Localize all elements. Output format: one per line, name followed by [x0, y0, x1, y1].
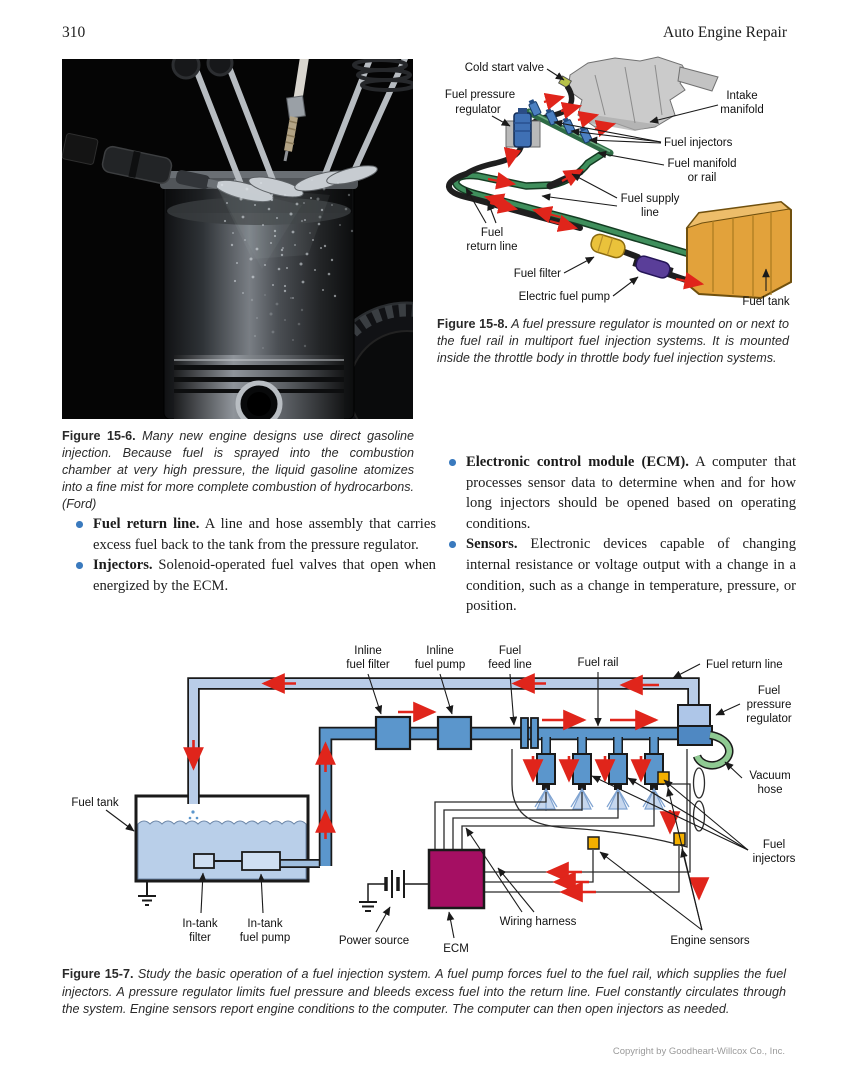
svg-text:return line: return line: [466, 241, 517, 253]
pressure-regulator-art: [505, 108, 541, 148]
label-inline-fuel-pump: Inline: [426, 645, 454, 657]
label-in-tank-filter: In-tank: [182, 918, 217, 930]
inline-fuel-pump-art: [436, 715, 473, 751]
svg-text:injectors: injectors: [753, 853, 796, 865]
bullet-marker: [449, 541, 456, 548]
engine-outline: [511, 749, 706, 848]
copyright-notice: Copyright by Goodheart-Willcox Co., Inc.: [612, 1046, 785, 1057]
exhaust-valves: [294, 51, 416, 192]
fuel-spray-mist: [216, 179, 354, 349]
svg-text:line: line: [641, 207, 659, 219]
fuel-tank-art: [685, 200, 792, 300]
label-fuel-filter: Fuel filter: [514, 268, 561, 280]
list-item: Electronic control module (ECM). A compu…: [449, 452, 796, 534]
svg-text:manifold: manifold: [720, 104, 763, 116]
list-item: Fuel return line. A line and hose assemb…: [76, 514, 436, 555]
label-engine-sensors: Engine sensors: [670, 935, 750, 947]
page-number: 310: [62, 24, 86, 41]
wiring-harness-art: [434, 783, 691, 893]
svg-text:regulator: regulator: [746, 713, 792, 725]
label-fuel-manifold-or-rail: Fuel manifold: [667, 158, 736, 170]
list-item: Injectors. Solenoid-operated fuel valves…: [76, 555, 436, 596]
intake-manifold-art: [567, 56, 719, 131]
label-electric-fuel-pump: Electric fuel pump: [519, 291, 610, 303]
flow-arrows: [183, 673, 710, 903]
definition-list-right: Electronic control module (ECM). A compu…: [449, 452, 796, 617]
label-fuel-return-line: Fuel return line: [706, 659, 783, 671]
label-fuel-feed-line: Fuel: [499, 645, 521, 657]
svg-text:fuel filter: fuel filter: [346, 659, 390, 671]
figure-15-7-caption: Figure 15-7. Study the basic operation o…: [62, 967, 787, 1016]
figure-15-8-caption: Figure 15-8. A fuel pressure regulator i…: [437, 317, 789, 365]
label-fuel-return-line: Fuel: [481, 227, 503, 239]
svg-text:or rail: or rail: [688, 172, 717, 184]
label-fuel-injectors: Fuel: [763, 839, 785, 851]
label-inline-fuel-filter: Inline: [354, 645, 382, 657]
svg-text:hose: hose: [758, 784, 783, 796]
label-ecm: ECM: [443, 943, 469, 955]
label-fuel-supply-line: Fuel supply: [621, 193, 680, 205]
label-fuel-rail: Fuel rail: [578, 657, 619, 669]
pressure-regulator-art: [677, 704, 713, 746]
label-fuel-pressure-regulator: Fuel: [758, 685, 780, 697]
label-fuel-tank: Fuel tank: [71, 797, 119, 809]
list-item: Sensors. Electronic devices capable of c…: [449, 534, 796, 616]
label-leaders: [465, 68, 770, 297]
bullet-marker: [76, 521, 83, 528]
label-wiring-harness: Wiring harness: [500, 916, 577, 928]
inline-fuel-filter-art: [374, 715, 412, 751]
label-cold-start-valve: Cold start valve: [465, 62, 544, 74]
label-leaders: [105, 663, 749, 939]
svg-text:pressure: pressure: [747, 699, 792, 711]
figure-15-7-diagram: Inline fuel filter Inline fuel pump Fuel…: [62, 632, 849, 962]
label-fuel-tank: Fuel tank: [742, 296, 790, 308]
line-coupler-art: [520, 717, 539, 749]
fuel-filter-art: [590, 233, 626, 259]
vacuum-hose-art: [692, 730, 734, 770]
in-tank-components: [193, 851, 281, 871]
ecm-art: [427, 848, 486, 910]
bullet-marker: [449, 459, 456, 466]
direct-injection-photo: [61, 49, 495, 477]
power-source-art: [359, 870, 429, 912]
definition-list-left: Fuel return line. A line and hose assemb…: [76, 514, 436, 596]
fuel-injectors-art: [534, 737, 666, 811]
figure-15-8-diagram: Cold start valve Fuel pressure regulator…: [430, 55, 849, 313]
label-in-tank-fuel-pump: In-tank: [247, 918, 282, 930]
svg-text:fuel pump: fuel pump: [415, 659, 466, 671]
label-power-source: Power source: [339, 935, 409, 947]
svg-text:filter: filter: [189, 932, 211, 944]
bullet-marker: [76, 562, 83, 569]
svg-text:regulator: regulator: [455, 104, 501, 116]
label-vacuum-hose: Vacuum: [749, 770, 790, 782]
svg-text:fuel pump: fuel pump: [240, 932, 291, 944]
running-head: Auto Engine Repair: [663, 24, 787, 41]
label-intake-manifold: Intake: [726, 90, 757, 102]
spark-plug: [283, 53, 310, 162]
figure-15-6-image: [61, 49, 495, 477]
fuel-injector: [61, 133, 219, 190]
piston: [174, 355, 344, 428]
tank-ground-symbol: [138, 881, 156, 906]
svg-text:feed line: feed line: [488, 659, 531, 671]
label-fuel-injectors: Fuel injectors: [664, 137, 733, 149]
figure-15-6-caption: Figure 15-6. Many new engine designs use…: [62, 429, 415, 511]
label-fuel-pressure-regulator: Fuel pressure: [445, 89, 515, 101]
electric-fuel-pump-art: [632, 255, 674, 279]
valve-spring: [352, 58, 416, 92]
fuel-tank-art: [134, 794, 310, 883]
